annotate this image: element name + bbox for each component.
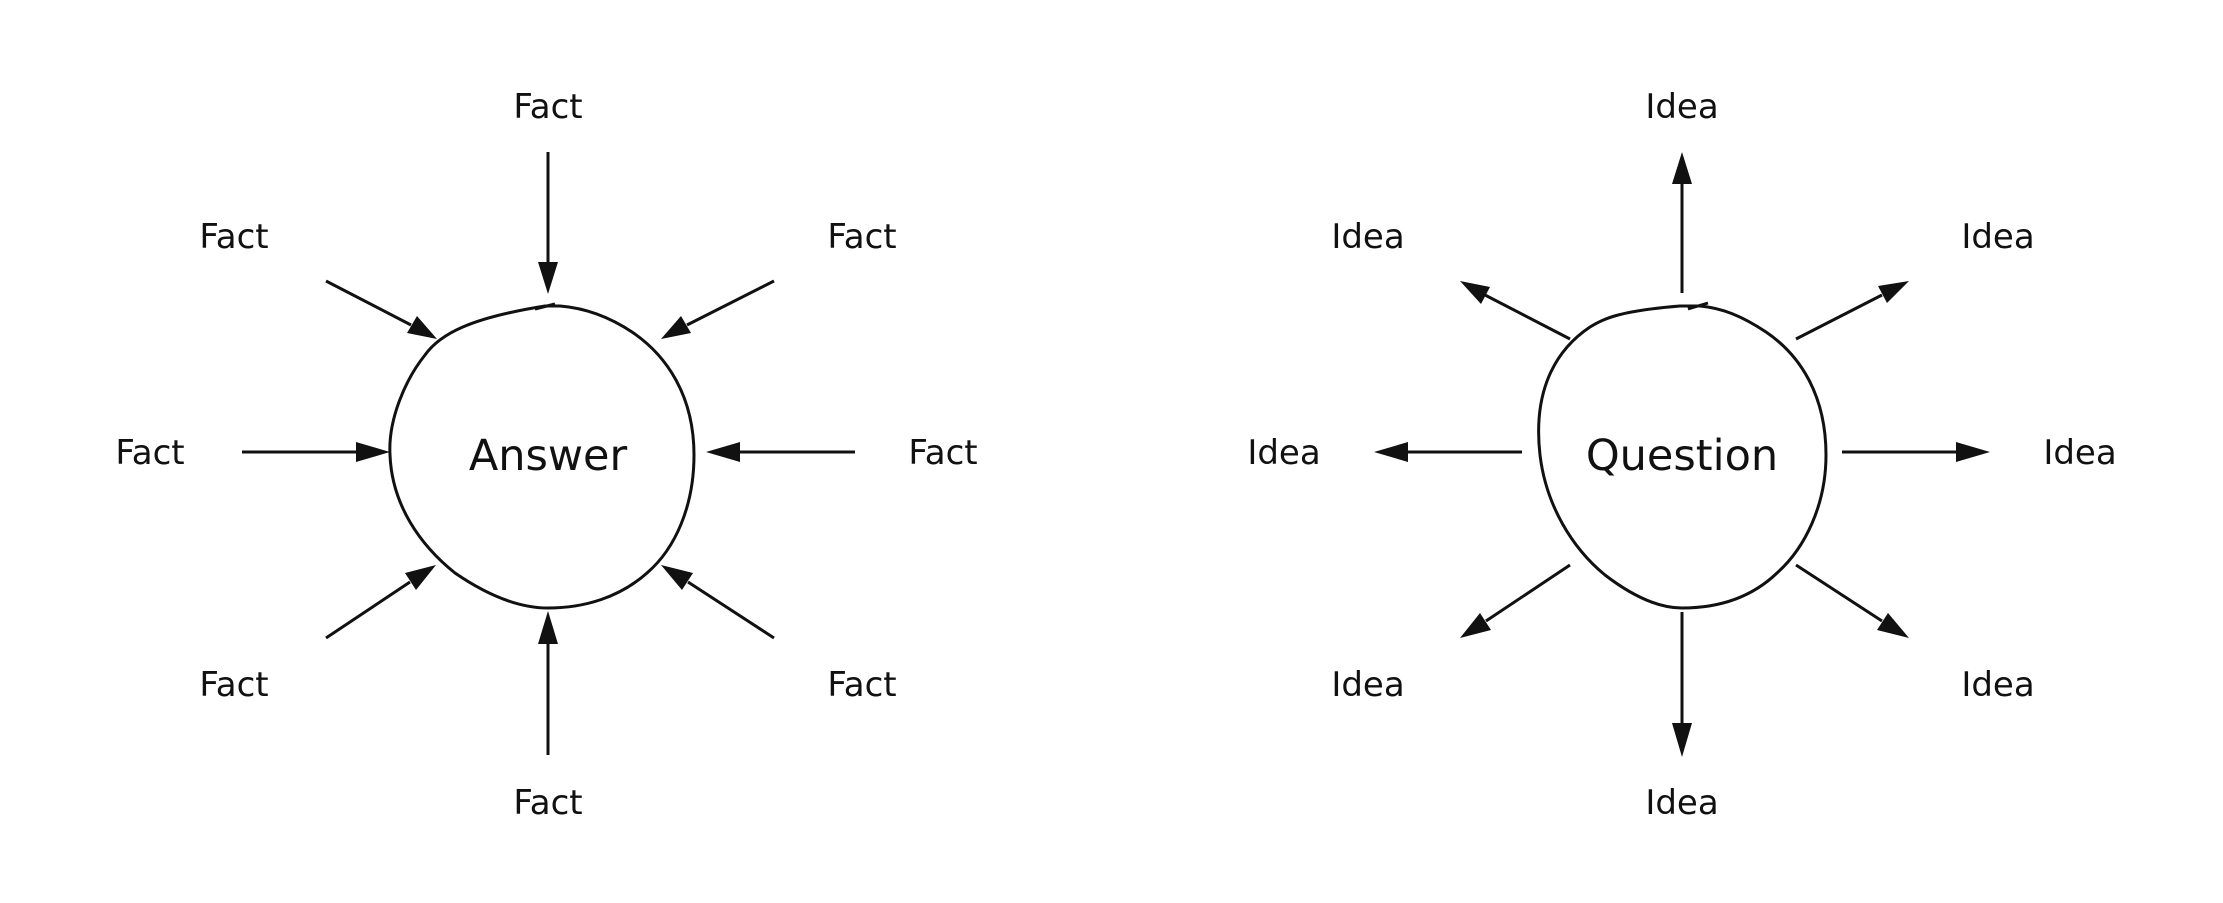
- fact-label-top-left: Fact: [199, 217, 268, 257]
- fact-label-bottom-left: Fact: [199, 665, 268, 705]
- question-label: Question: [1586, 431, 1778, 481]
- fact-arrow-top-left: [325, 279, 437, 339]
- idea-arrow-bottom-left: [1460, 563, 1571, 638]
- fact-arrow-bottom-right: [661, 565, 775, 640]
- idea-label-bottom: Idea: [1645, 783, 1718, 823]
- idea-label-top-right: Idea: [1961, 217, 2034, 257]
- fact-label-top: Fact: [513, 87, 582, 127]
- idea-arrow-top-left: [1460, 281, 1571, 341]
- fact-label-left: Fact: [115, 433, 184, 473]
- question-circle: [1537, 304, 1828, 610]
- idea-arrow-right: [1842, 442, 1990, 462]
- fact-label-bottom-right: Fact: [827, 665, 896, 705]
- fact-label-bottom: Fact: [513, 783, 582, 823]
- idea-label-top: Idea: [1645, 87, 1718, 127]
- idea-arrow-bottom-right: [1795, 563, 1909, 638]
- idea-label-top-left: Idea: [1331, 217, 1404, 257]
- fact-arrow-right: [706, 442, 855, 462]
- fact-label-top-right: Fact: [827, 217, 896, 257]
- idea-label-bottom-right: Idea: [1961, 665, 2034, 705]
- idea-label-right: Idea: [2043, 433, 2116, 473]
- idea-arrow-bottom: [1672, 612, 1692, 757]
- question-diagram: Question: [1247, 87, 2116, 823]
- fact-label-right: Fact: [908, 433, 977, 473]
- idea-arrow-top-right: [1795, 281, 1909, 341]
- answer-diagram: Answer: [115, 87, 977, 823]
- idea-label-left: Idea: [1247, 433, 1320, 473]
- fact-arrow-top: [538, 152, 558, 294]
- fact-arrow-top-right: [661, 279, 775, 339]
- fact-arrow-bottom: [538, 611, 558, 755]
- answer-label: Answer: [469, 431, 628, 481]
- fact-arrow-left: [242, 442, 390, 462]
- answer-circle: [388, 304, 696, 610]
- idea-label-bottom-left: Idea: [1331, 665, 1404, 705]
- idea-arrow-left: [1374, 442, 1522, 462]
- idea-arrow-top: [1672, 152, 1692, 293]
- fact-arrow-bottom-left: [325, 565, 436, 640]
